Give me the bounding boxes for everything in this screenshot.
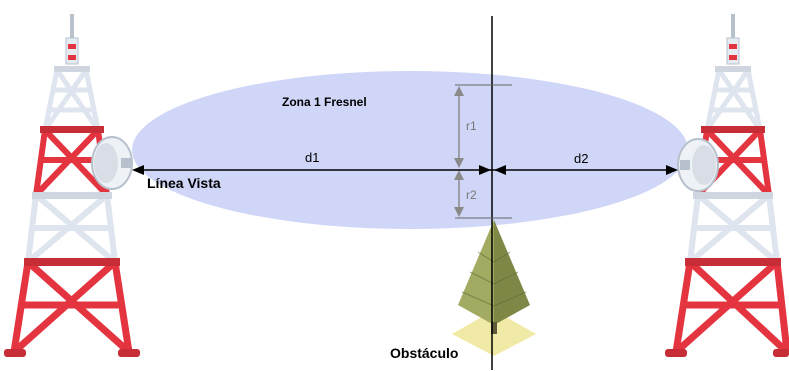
- obstacle-label: Obstáculo: [390, 345, 458, 361]
- r1-label: r1: [466, 119, 477, 133]
- d2-label: d2: [574, 151, 588, 166]
- right-tower-icon: [665, 14, 789, 357]
- d2-right-arrowhead: [666, 165, 678, 175]
- fresnel-zone-label: Zona 1 Fresnel: [282, 95, 367, 109]
- d2-left-arrowhead: [494, 165, 506, 175]
- d1-label: d1: [305, 150, 319, 165]
- left-antenna-dish-icon: [91, 136, 133, 190]
- line-of-sight-label: Línea Vista: [147, 175, 221, 191]
- right-antenna-dish-icon: [677, 138, 719, 192]
- d1-left-arrowhead: [132, 165, 144, 175]
- r2-dimension-arrow: [454, 170, 464, 217]
- r2-label: r2: [466, 188, 477, 202]
- d1-right-arrowhead: [479, 165, 491, 175]
- r1-dimension-arrow: [454, 86, 464, 168]
- line-of-sight: [132, 165, 678, 175]
- obstacle-tree-icon: [452, 220, 536, 356]
- left-tower-icon: [4, 14, 140, 357]
- fresnel-zone-ellipse: [132, 71, 688, 229]
